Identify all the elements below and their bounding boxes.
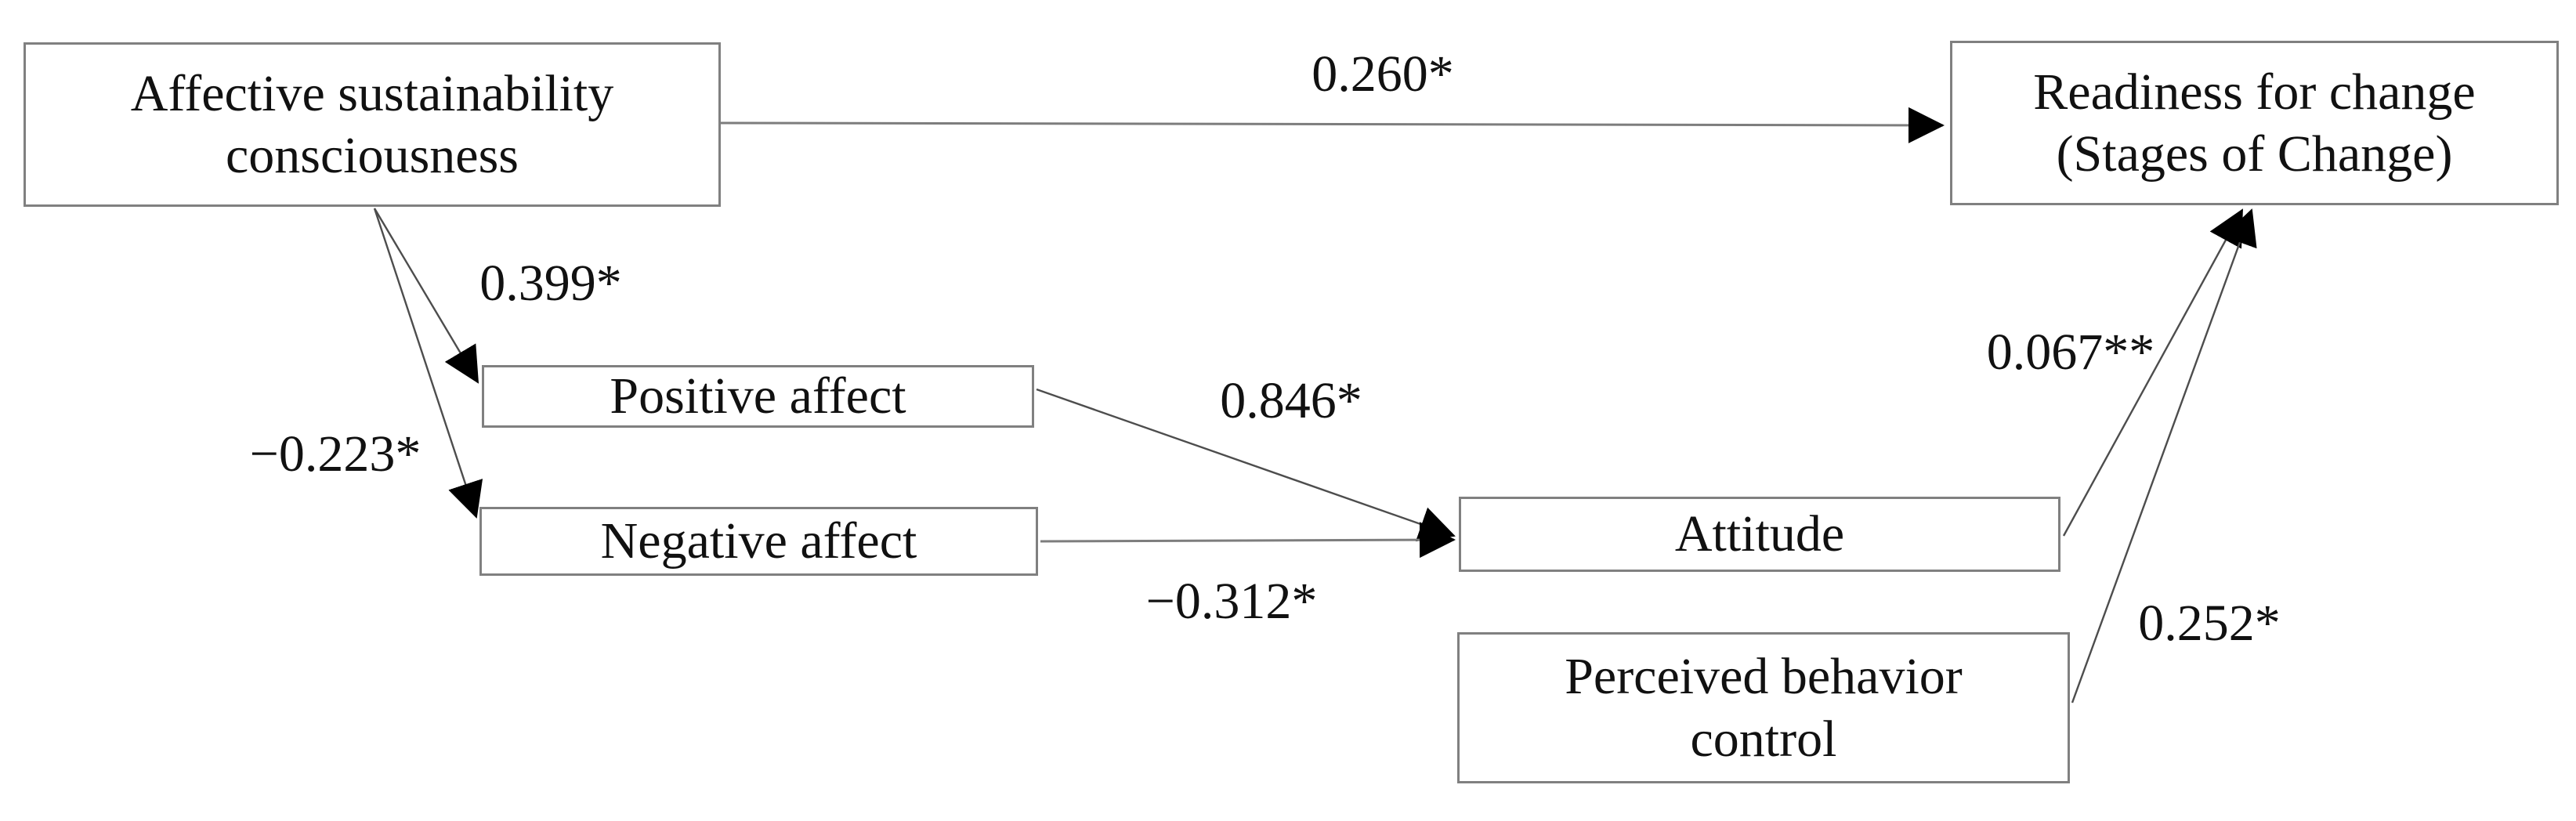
path-coefficient-attitude-to-readiness: 0.067** — [1986, 324, 2155, 381]
path-coefficient-asc-to-positive-affect: 0.399* — [479, 255, 622, 312]
path-coefficient-negative-affect-to-attitude: −0.312* — [1145, 573, 1318, 630]
arrow-asc-to-readiness — [720, 107, 1945, 143]
path-coefficient-asc-to-readiness: 0.260* — [1312, 45, 1454, 103]
node-readiness-for-change: Readiness for change (Stages of Change) — [1950, 41, 2559, 205]
path-coefficient-asc-to-negative-affect: −0.223* — [249, 425, 421, 483]
node-label-line: Positive affect — [610, 367, 906, 425]
arrow-asc-to-negative-affect — [373, 208, 483, 519]
arrow-asc-to-positive-affect — [373, 208, 479, 384]
path-coefficient-positive-affect-to-attitude: 0.846* — [1220, 372, 1362, 429]
arrow-pbc-to-readiness — [2071, 208, 2257, 703]
node-label-line: consciousness — [226, 127, 519, 184]
arrow-positive-affect-to-attitude — [1036, 388, 1456, 542]
node-label-line: Perceived behavior — [1565, 648, 1963, 706]
node-label-line: Affective sustainability — [130, 64, 614, 122]
node-attitude: Attitude — [1459, 497, 2060, 572]
path-coefficient-pbc-to-readiness: 0.252* — [2138, 595, 2281, 652]
node-label-line: (Stages of Change) — [2056, 125, 2453, 183]
node-label-line: Readiness for change — [2033, 63, 2476, 121]
node-positive-affect: Positive affect — [482, 365, 1034, 428]
node-label-line: Negative affect — [600, 512, 917, 570]
node-label-line: control — [1690, 710, 1837, 768]
node-affective-sustainability-consciousness: Affective sustainability consciousness — [24, 42, 721, 207]
node-label-line: Attitude — [1674, 505, 1845, 563]
node-perceived-behavior-control: Perceived behavior control — [1457, 632, 2070, 783]
node-negative-affect: Negative affect — [479, 507, 1038, 576]
arrow-negative-affect-to-attitude — [1040, 522, 1456, 559]
arrow-attitude-to-readiness — [2062, 208, 2244, 537]
